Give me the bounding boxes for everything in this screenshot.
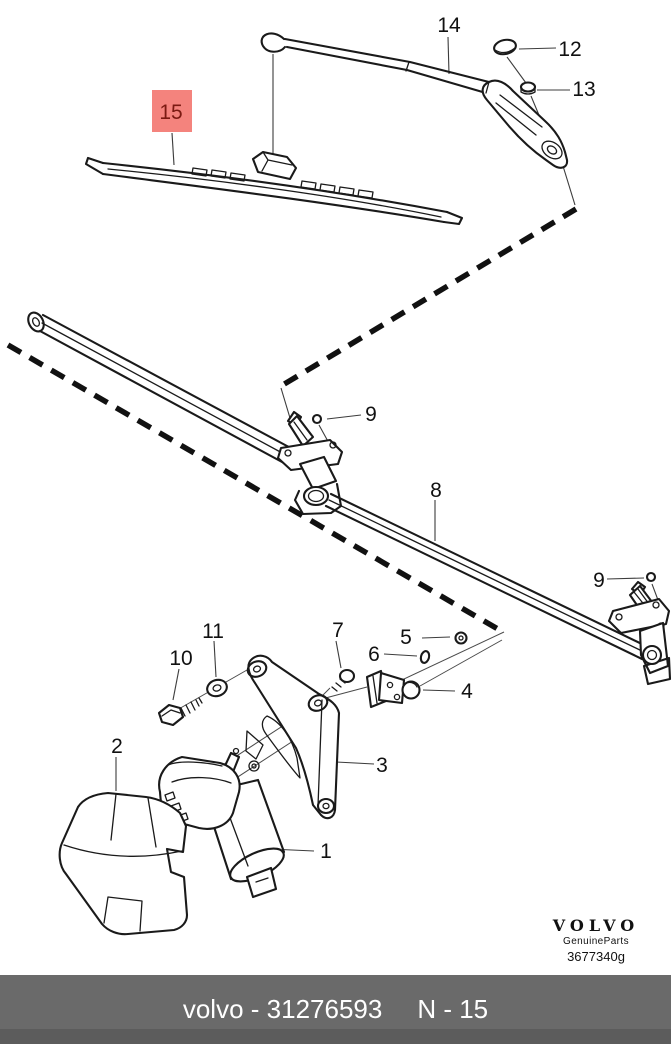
callout-12[interactable]: 12 [558,38,581,61]
bracket-assembly-drawing [157,631,468,820]
callout-labels: 14 12 13 15 9 8 9 10 11 7 5 6 4 3 1 2 [111,14,605,863]
highlight-box[interactable] [152,90,192,132]
wiper-arm-drawing [260,32,569,169]
genuine-parts-label: GenuineParts [563,936,629,947]
callout-2[interactable]: 2 [111,735,123,758]
callout-9-center[interactable]: 9 [365,403,377,426]
callout-9-right[interactable]: 9 [593,569,605,592]
callout-1[interactable]: 1 [320,840,332,863]
callout-5[interactable]: 5 [400,626,412,649]
motor-drawing [158,747,286,899]
callout-11[interactable]: 11 [202,620,224,643]
nut-13-drawing [519,81,537,95]
callout-14[interactable]: 14 [437,14,461,37]
volvo-branding: VOLVO GenuineParts 3677340g [521,916,671,964]
callout-13[interactable]: 13 [572,78,595,101]
callout-15-highlighted[interactable]: 15 [159,101,182,124]
callout-6[interactable]: 6 [368,643,380,666]
callout-7[interactable]: 7 [332,619,344,642]
volvo-logo: VOLVO [552,916,640,935]
footer-bar: volvo - 31276593 N - 15 [0,975,671,1044]
motor-cover-drawing [58,791,189,936]
callout-4[interactable]: 4 [461,680,473,703]
linkage-drawing [27,311,671,686]
callout-10[interactable]: 10 [169,647,192,670]
callout-8[interactable]: 8 [430,479,442,502]
wiper-blade-drawing [84,150,464,226]
cap-drawing [493,38,517,56]
drawing-number: 3677340g [567,949,625,964]
dashed-axis-lines [6,206,578,635]
footer-part-number: volvo - 31276593 [182,994,383,1024]
parts-diagram: 14 12 13 15 9 8 9 10 11 7 5 6 4 3 1 2 [6,14,671,936]
leader-lines [85,36,659,869]
footer-page-ref: N - 15 [417,994,489,1024]
callout-3[interactable]: 3 [376,754,388,777]
